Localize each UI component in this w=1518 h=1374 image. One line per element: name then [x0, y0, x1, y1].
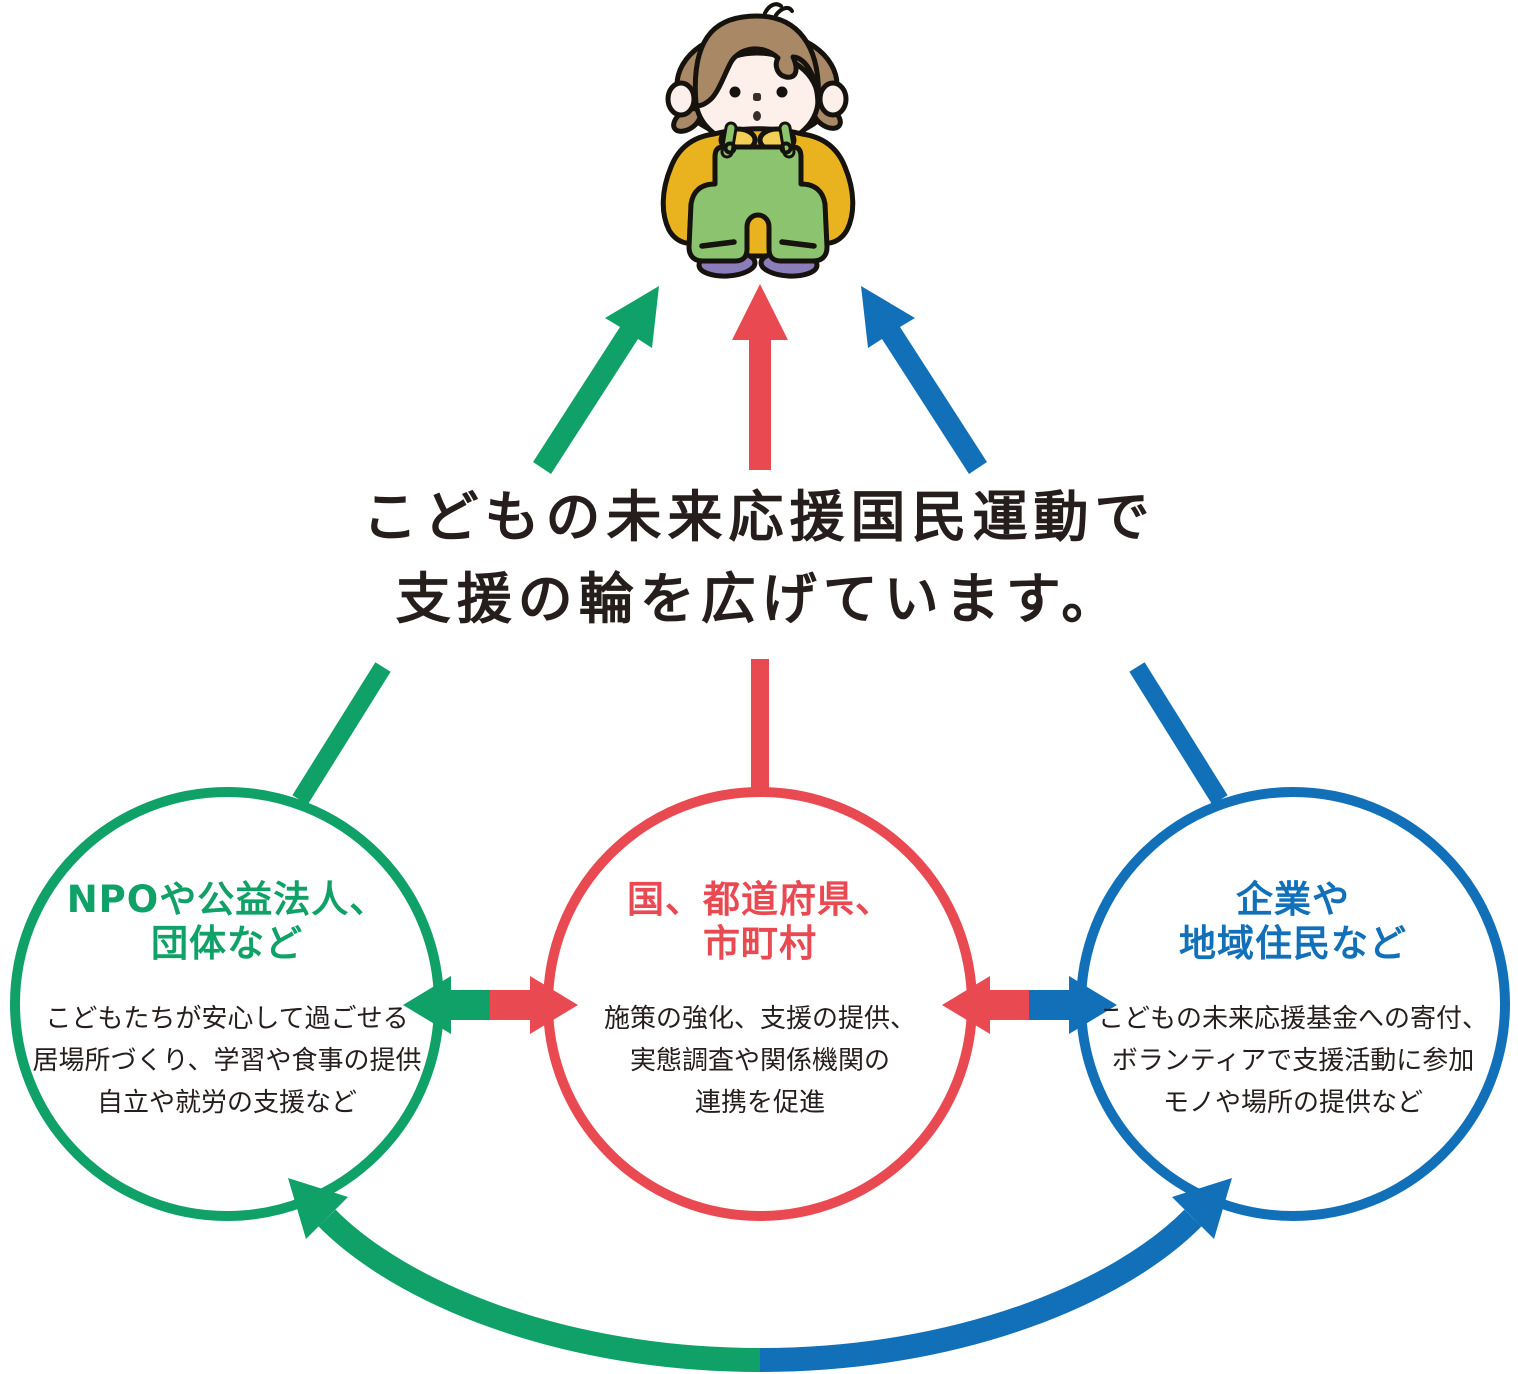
child-cowlick	[763, 2, 794, 17]
child-hair-fringe	[692, 13, 821, 109]
companies-body-line-1: こどもの未来応援基金への寄付、	[1097, 1004, 1488, 1034]
arrow-companies-to-child	[861, 286, 987, 474]
connector-npo-to-title	[292, 662, 391, 805]
npo-body-line-1: こどもたちが安心して過ごせる	[45, 1004, 409, 1034]
companies-title-line-2: 地域住民など	[1179, 922, 1407, 965]
companies-circle-title: 企業や 地域住民など	[1081, 878, 1505, 966]
child-knee-dashes	[699, 239, 817, 249]
npo-body-line-3: 自立や就労の支援など	[96, 1088, 357, 1118]
child-eye-left	[729, 86, 741, 98]
child-nose	[753, 93, 761, 101]
main-title-line-2: 支援の輪を広げています。	[395, 567, 1123, 631]
child-overalls	[686, 144, 830, 264]
main-title: こどもの未来応援国民運動で 支援の輪を広げています。	[0, 476, 1518, 640]
arrow-government-to-child	[732, 284, 788, 470]
child-illustration	[660, 2, 856, 279]
government-circle-title: 国、都道府県、 市町村	[548, 878, 972, 966]
arrow-npo-government-red-half	[490, 976, 578, 1034]
child-strap-left	[723, 124, 735, 156]
companies-title-line-1: 企業や	[1236, 878, 1350, 921]
npo-title-line-2: 団体など	[151, 922, 303, 965]
companies-circle-body: こどもの未来応援基金への寄付、 ボランティアで支援活動に参加 モノや場所の提供な…	[1081, 998, 1505, 1124]
government-body-line-2: 実態調査や関係機関の	[629, 1046, 890, 1076]
child-ear-left	[665, 80, 697, 118]
government-body-line-1: 施策の強化、支援の提供、	[603, 1004, 916, 1034]
main-title-line-1: こどもの未来応援国民運動で	[362, 485, 1156, 549]
companies-body-line-2: ボランティアで支援活動に参加	[1111, 1046, 1475, 1076]
curve-arrowhead-left	[288, 1178, 348, 1239]
arrow-npo-government	[403, 976, 578, 1034]
government-title-line-1: 国、都道府県、	[627, 878, 893, 921]
government-circle-body: 施策の強化、支援の提供、 実態調査や関係機関の 連携を促進	[548, 998, 972, 1124]
child-buckle-right	[779, 141, 793, 155]
child-buckle-left	[723, 141, 737, 155]
curve-arrowhead-right	[1172, 1178, 1232, 1239]
child-ear-right	[817, 80, 849, 118]
child-eye-right	[776, 86, 788, 98]
child-strap-right	[781, 124, 793, 156]
arrow-npo-companies-curve	[288, 1178, 1232, 1372]
arrow-government-companies	[942, 976, 1117, 1034]
companies-body-line-3: モノや場所の提供など	[1162, 1088, 1423, 1118]
government-title-line-2: 市町村	[703, 922, 817, 965]
government-body-line-3: 連携を促進	[694, 1088, 825, 1118]
arrow-npo-government-green-half	[403, 976, 491, 1034]
connector-companies-to-title	[1129, 662, 1228, 805]
npo-title-line-1: NPOや公益法人、	[66, 878, 388, 921]
arrow-npo-to-child	[533, 286, 659, 474]
npo-body-line-2: 居場所づくり、学習や食事の提供	[32, 1046, 422, 1076]
arrow-government-companies-blue-half	[1029, 976, 1117, 1034]
npo-circle-title: NPOや公益法人、 団体など	[15, 878, 439, 966]
child-mouth	[753, 111, 761, 121]
curve-blue-half	[759, 1209, 1202, 1372]
npo-circle-body: こどもたちが安心して過ごせる 居場所づくり、学習や食事の提供 自立や就労の支援な…	[15, 998, 439, 1124]
arrow-government-companies-red-half	[942, 976, 1030, 1034]
curve-green-half	[318, 1209, 761, 1372]
